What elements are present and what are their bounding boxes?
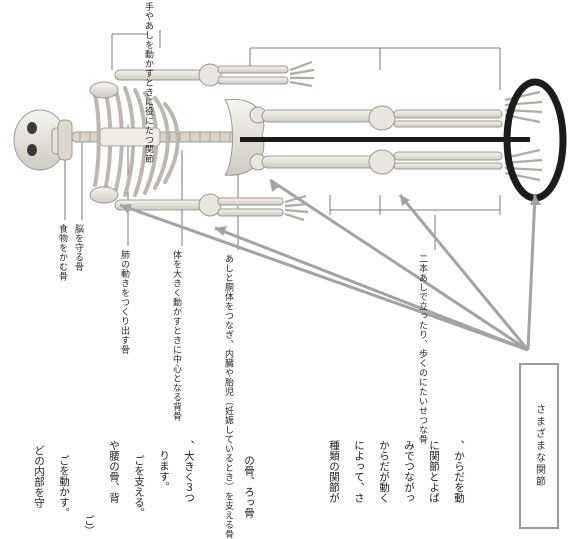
body-line: ご） <box>80 515 98 536</box>
body-line: みでつながっ <box>400 440 418 503</box>
body-line: 、大きく３つ <box>180 440 198 503</box>
leg-upper <box>262 106 502 130</box>
body-line: ごを支える。 <box>130 455 148 518</box>
figure-caption: さまざまな関節 <box>532 404 547 488</box>
label-legs: 二本あしで立ったり、歩くのにたいせつな骨 <box>416 254 427 316</box>
body-line: 種類の関節が <box>325 440 343 503</box>
skull <box>14 110 72 170</box>
display-stand <box>240 82 563 198</box>
arm-lower <box>115 194 308 220</box>
label-pelvis: あしと胴体をつなぎ、内臓や胎児（妊娠しているとき）を支える骨 <box>222 254 233 324</box>
label-jaw: 食物をかむ骨 <box>56 224 67 284</box>
body-text-col1: 、大きく３つ ります。 ごを支える。 や腰の骨、背 ご） ごを動かす。 どの内部… <box>0 430 200 539</box>
leg-lower <box>262 150 502 174</box>
label-head: 脳を守る骨 <box>72 224 83 272</box>
body-text-col3: 、からだを動 に関節とよば みでつながっ からだが動く によって、さ 種類の関節… <box>320 430 480 539</box>
body-line: ごを動かす。 <box>55 455 73 518</box>
figure-caption-box: さまざまな関節 <box>519 363 559 529</box>
body-line: 、からだを動 <box>450 440 468 503</box>
label-ribs: 肺の動きをつくり出す骨 <box>118 250 129 298</box>
body-line: や腰の骨、背 <box>105 440 123 503</box>
label-spine: 体を大きく動かすときに中心となる背骨 <box>170 250 181 308</box>
shoulder-upper <box>90 82 118 98</box>
body-line: からだが動く <box>375 440 393 503</box>
shoulder-lower <box>90 187 118 203</box>
body-text-col2: の骨、ろっ骨 <box>220 430 280 539</box>
body-line: どの内部を守 <box>30 445 48 508</box>
body-line: ります。 <box>155 450 173 492</box>
label-joints-arm: 手やあしを動かすときに役にたつ関節 <box>142 2 153 36</box>
body-line: の骨、ろっ骨 <box>240 455 258 518</box>
body-line: によって、さ <box>350 440 368 503</box>
body-line: に関節とよば <box>425 440 443 503</box>
